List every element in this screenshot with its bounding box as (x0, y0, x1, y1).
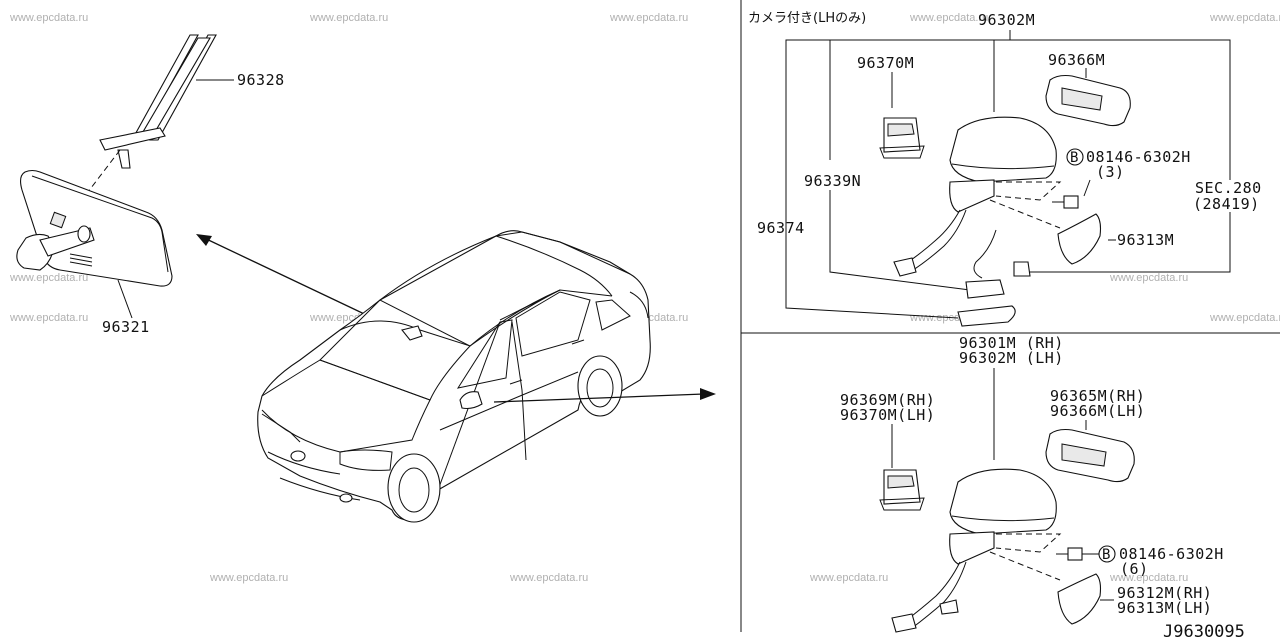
svg-text:www.epcdata.ru: www.epcdata.ru (609, 12, 688, 24)
rearview-mirror-part (16, 169, 173, 287)
label-camera: 96374 (757, 219, 805, 237)
svg-text:www.epcdata.ru: www.epcdata.ru (1209, 312, 1280, 324)
label-assembly-upper: 96302M (978, 11, 1035, 29)
label-lower-rh: 96312M(RH) (1117, 584, 1212, 602)
mirror-housing-part-lower (949, 468, 1057, 565)
label-cover-upper: 96366M (1048, 51, 1105, 69)
car-illustration (257, 230, 651, 523)
camera-part (957, 279, 1016, 327)
lower-cover-part-lower (1057, 573, 1102, 625)
label-motor-rh: 96369M(RH) (840, 391, 935, 409)
label-lower-lh: 96313M(LH) (1117, 599, 1212, 617)
svg-text:(6): (6) (1120, 560, 1149, 578)
svg-text:www.epcdata.ru: www.epcdata.ru (209, 572, 288, 584)
label-harness: 96339N (804, 172, 861, 190)
svg-text:B: B (1102, 547, 1110, 563)
bolt-callout-upper: B 08146-6302H (3) (1066, 148, 1191, 197)
diagram-code: J9630095 (1163, 622, 1245, 640)
mirror-glass-part-upper (1045, 74, 1131, 127)
svg-text:www.epcdata.ru: www.epcdata.ru (9, 12, 88, 24)
svg-text:www.epcdata.ru: www.epcdata.ru (1109, 572, 1188, 584)
harness-part-upper (893, 209, 1031, 279)
svg-text:www.epcdata.ru: www.epcdata.ru (909, 12, 988, 24)
leader-lines-upper (785, 30, 1231, 319)
camera-note: カメラ付き(LHのみ) (748, 11, 866, 26)
label-assembly-lh: 96302M (LH) (959, 349, 1064, 367)
label-cover-rh: 96365M(RH) (1050, 387, 1145, 405)
label-cover-lh: 96366M(LH) (1050, 402, 1145, 420)
mirror-housing-part-upper (949, 116, 1057, 213)
label-lower-cover-upper: 96313M (1117, 231, 1174, 249)
svg-text:www.epcdata.ru: www.epcdata.ru (1109, 272, 1188, 284)
svg-text:www.epcdata.ru: www.epcdata.ru (9, 272, 88, 284)
svg-text:www.epcdata.ru: www.epcdata.ru (9, 312, 88, 324)
motor-part-lower (879, 469, 925, 511)
label-sec-ref: (28419) (1193, 195, 1260, 213)
label-motor-upper: 96370M (857, 54, 914, 72)
arrow-to-door-mirror (493, 388, 716, 403)
svg-text:www.epcdata.ru: www.epcdata.ru (1209, 12, 1280, 24)
svg-text:www.epcdata.ru: www.epcdata.ru (809, 572, 888, 584)
svg-text:B: B (1070, 150, 1078, 166)
svg-text:08146-6302H: 08146-6302H (1086, 148, 1191, 166)
svg-text:(3): (3) (1096, 163, 1125, 181)
rail-bracket-part (99, 34, 217, 169)
label-assembly-rh: 96301M (RH) (959, 334, 1064, 352)
svg-text:www.epcdata.ru: www.epcdata.ru (509, 572, 588, 584)
label-rail: 96328 (237, 71, 285, 89)
motor-part-upper (879, 117, 925, 159)
mirror-glass-part-lower (1045, 428, 1135, 483)
label-mirror: 96321 (102, 318, 150, 336)
section-frames (740, 0, 1280, 632)
lower-cover-part-upper (1057, 213, 1102, 265)
harness-part-lower (891, 561, 967, 633)
label-sec: SEC.280 (1195, 179, 1262, 197)
label-motor-lh: 96370M(LH) (840, 406, 935, 424)
svg-text:www.epcdata.ru: www.epcdata.ru (309, 12, 388, 24)
svg-text:08146-6302H: 08146-6302H (1119, 545, 1224, 563)
bolt-part-lower (1056, 547, 1083, 561)
bolt-callout-lower: B 08146-6302H (6) (1082, 545, 1224, 578)
bolt-part-upper (1052, 195, 1079, 209)
